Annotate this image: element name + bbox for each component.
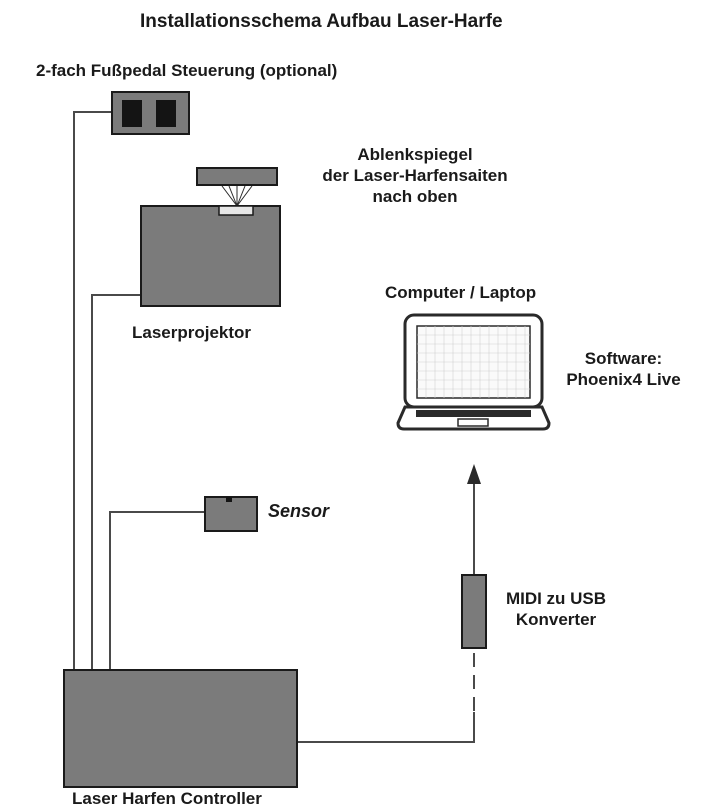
midi-converter-label-line-2: Konverter [515,610,597,629]
connection-lines [73,111,475,743]
mirror-label-line-3: nach oben [372,187,458,206]
sensor-cable [109,511,205,670]
pedal-left [122,100,142,127]
projector-cable [91,294,141,670]
mirror-label-line-2: der Laser-Harfensaiten [322,166,508,185]
mirror-label: Ablenkspiegel der Laser-Harfensaiten nac… [290,144,540,207]
software-label-line-1: Software: [584,349,663,368]
projector-label: Laserprojektor [132,323,252,342]
diagram-title: Installationsschema Aufbau Laser-Harfe [140,11,503,32]
laptop-keyboard [416,410,531,427]
midi-converter-label-line-1: MIDI zu USB [505,589,607,608]
sensor-eye [226,497,232,502]
footpedal-label: 2-fach Fußpedal Steuerung (optional) [36,61,338,80]
laser-strings [221,185,253,207]
arrow-to-laptop [467,464,481,484]
computer-label: Computer / Laptop [385,283,537,302]
sensor-label: Sensor [268,501,330,521]
laser-projector [140,205,281,307]
screen-grid [417,326,530,398]
projector-lens [218,205,254,216]
controller-label: Laser Harfen Controller [72,789,262,808]
footpedal-device [111,91,190,135]
deflection-mirror [196,167,278,207]
midi-converter-label: MIDI zu USB Konverter [488,588,624,630]
software-label-line-2: Phoenix4 Live [566,370,681,389]
footpedal-cable [73,111,112,670]
laptop-icon [396,313,551,431]
pedal-right [156,100,176,127]
sensor-device [204,496,258,532]
controller-to-converter-cable [297,712,475,743]
midi-converter-device [461,574,487,649]
laser-harp-controller-device [63,669,298,788]
software-label: Software: Phoenix4 Live [556,348,691,390]
laptop-trackpad [457,418,489,427]
mirror-label-line-1: Ablenkspiegel [357,145,473,164]
